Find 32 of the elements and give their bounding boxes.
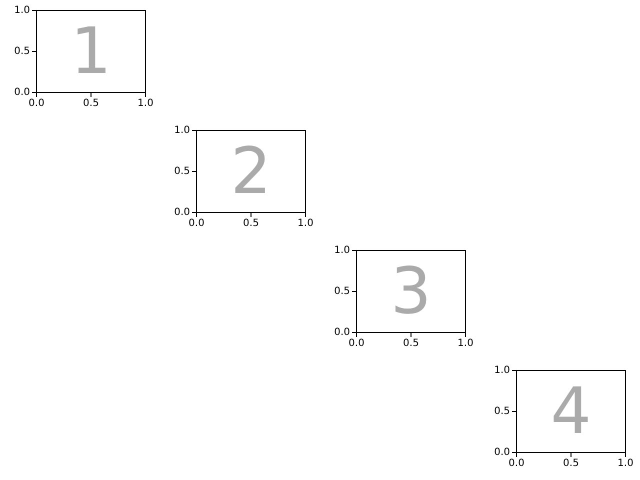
y-tick-label: 0.5: [174, 166, 190, 176]
y-tick-label: 0.0: [14, 88, 30, 98]
y-tick-label: 0.5: [14, 46, 30, 56]
y-tick-label: 0.5: [494, 406, 510, 416]
x-tick-label: 1.0: [618, 459, 634, 469]
x-tick-label: 0.0: [188, 219, 204, 229]
y-tick-label: 1.0: [174, 126, 190, 136]
x-tick-label: 0.5: [563, 459, 579, 469]
x-tick-label: 0.5: [403, 339, 419, 349]
y-tick-label: 0.0: [174, 208, 190, 218]
x-tick-label: 1.0: [458, 339, 474, 349]
x-tick-label: 1.0: [298, 219, 314, 229]
y-tick-label: 1.0: [334, 246, 350, 256]
x-tick-label: 0.0: [508, 459, 524, 469]
panel-number: 1: [70, 20, 112, 84]
plot-frame: [356, 250, 466, 333]
plot-frame: [196, 130, 306, 213]
y-tick-label: 0.5: [334, 286, 350, 296]
y-tick-label: 0.0: [334, 328, 350, 338]
x-tick-label: 0.5: [83, 99, 99, 109]
plot-frame: [516, 370, 626, 453]
x-tick-label: 1.0: [138, 99, 154, 109]
plot-frame: [36, 10, 146, 93]
y-tick-label: 1.0: [14, 6, 30, 16]
x-tick-label: 0.0: [28, 99, 44, 109]
y-tick-label: 0.0: [494, 448, 510, 458]
panel-number: 4: [550, 380, 592, 444]
y-tick-label: 1.0: [494, 366, 510, 376]
x-tick-label: 0.5: [243, 219, 259, 229]
panel-number: 3: [390, 260, 432, 324]
x-tick-label: 0.0: [348, 339, 364, 349]
panel-number: 2: [230, 140, 272, 204]
